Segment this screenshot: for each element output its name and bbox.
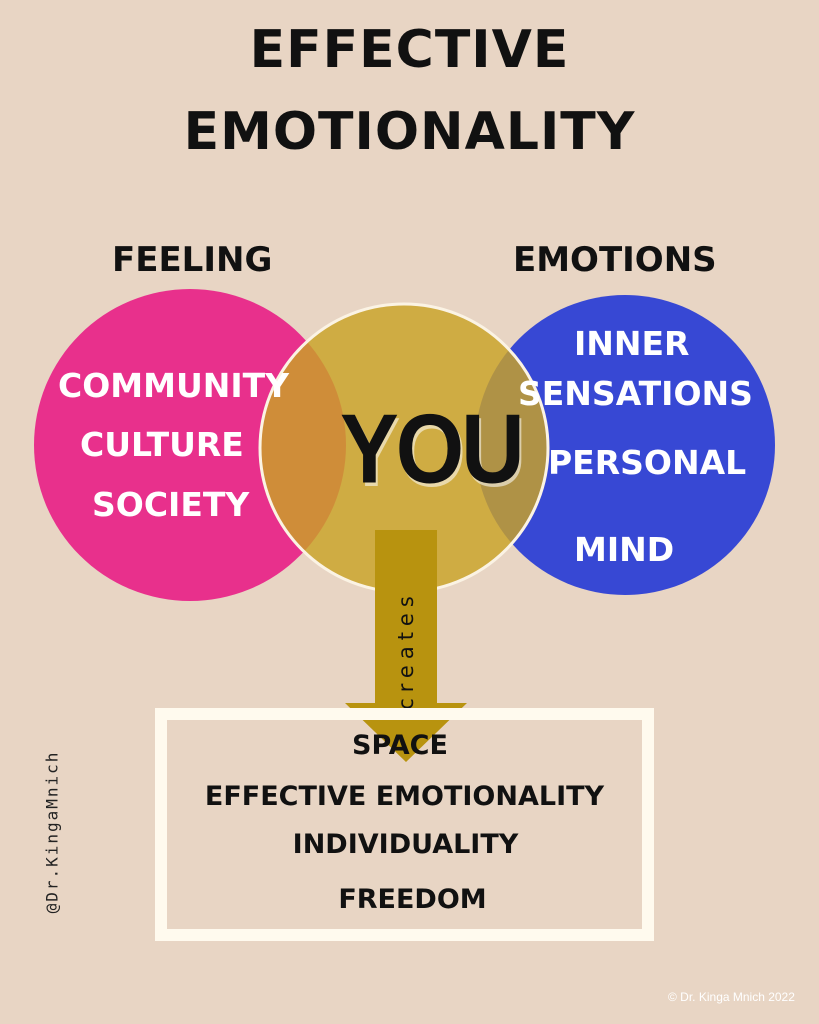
result-item-space: SPACE [352,730,448,761]
result-item-individuality: INDIVIDUALITY [292,829,519,860]
result-item-freedom: FREEDOM [338,884,487,915]
result-item-effective-emotionality: EFFECTIVE EMOTIONALITY [204,781,605,812]
title-line-1: EFFECTIVE [249,20,570,80]
feeling-circle [34,289,346,601]
feeling-item-culture: CULTURE [80,425,244,464]
author-watermark: @Dr.KingaMnich [42,750,62,914]
result-box [155,708,654,941]
feeling-item-community: COMMUNITY [58,366,290,405]
title-line-2: EMOTIONALITY [183,102,636,162]
emotions-item-mind: MIND [574,530,675,569]
feeling-item-society: SOCIETY [92,485,250,524]
copyright-text: © Dr. Kinga Mnich 2022 [668,990,795,1004]
emotions-circle [475,295,775,595]
feeling-heading: FEELING [112,240,273,280]
emotions-item-sensations: SENSATIONS [518,374,753,413]
emotions-heading: EMOTIONS [513,240,717,280]
emotions-item-inner: INNER [574,324,690,363]
emotions-item-personal: PERSONAL [548,443,747,482]
you-label: YOU [340,393,525,504]
creates-label: creates [394,590,418,710]
creates-arrow [345,530,467,762]
